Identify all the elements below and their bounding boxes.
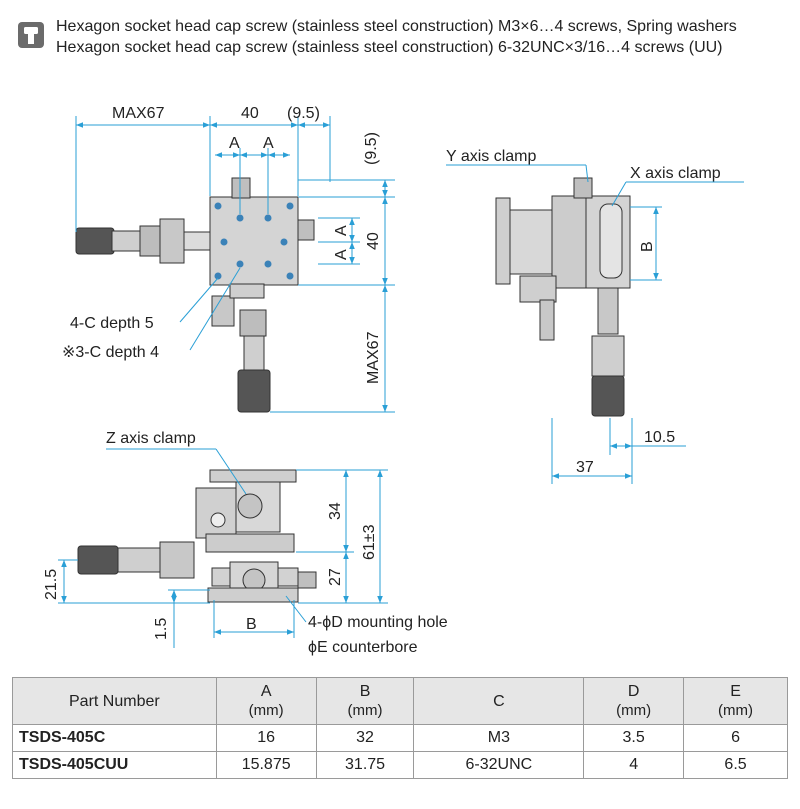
col-b: B(mm) [315,677,415,725]
dim-a-left: A [229,135,240,152]
cell-b: 32 [315,724,415,752]
cell-e: 6.5 [683,751,788,779]
side-view-dimensions [446,164,744,484]
label-z-axis-clamp: Z axis clamp [106,430,196,447]
dim-a-lower: A [333,249,350,260]
label-mounting-hole: 4-ϕD mounting hole [308,614,448,631]
dim-1-5: 1.5 [153,618,170,640]
col-c: C [413,677,585,725]
label-4c-depth: 4-C depth 5 [70,315,154,332]
dim-a-right: A [263,135,274,152]
header: Hexagon socket head cap screw (stainless… [16,14,796,60]
dim-40-top: 40 [241,105,259,122]
cell-c: 6-32UNC [413,751,585,779]
col-e: E(mm) [683,677,788,725]
label-counterbore: ϕE counterbore [308,639,418,656]
label-x-axis-clamp: X axis clamp [630,165,721,182]
front-view-dimensions [58,448,388,648]
cell-b: 31.75 [315,751,415,779]
cell-a: 16 [215,724,317,752]
top-view-dimensions [75,116,395,413]
dim-b-front: B [246,616,257,633]
dim-21-5: 21.5 [43,569,60,600]
cell-e: 6 [683,724,788,752]
dim-37: 37 [576,459,594,476]
label-3c-depth: ※3-C depth 4 [62,344,159,361]
dim-max67-side: MAX67 [365,331,382,384]
dim-61: 61±3 [361,524,378,560]
table-row: TSDS-405CUU 15.875 31.75 6-32UNC 4 6.5 [12,751,788,779]
col-part-number: Part Number [12,677,217,725]
dim-34: 34 [327,502,344,520]
dim-a-upper: A [333,225,350,236]
header-lines: Hexagon socket head cap screw (stainless… [56,16,737,58]
dim-max67-top: MAX67 [112,105,165,122]
cell-d: 3.5 [583,724,685,752]
cell-part-number: TSDS-405C [12,724,217,752]
cell-d: 4 [583,751,685,779]
cell-part-number: TSDS-405CUU [12,751,217,779]
table-header-row: Part Number A(mm) B(mm) C D(mm) E(mm) [12,677,788,725]
table-row: TSDS-405C 16 32 M3 3.5 6 [12,724,788,752]
col-a: A(mm) [215,677,317,725]
col-d: D(mm) [583,677,685,725]
dim-27: 27 [327,568,344,586]
dim-9-5-side: (9.5) [363,132,380,165]
dim-10-5: 10.5 [644,429,675,446]
front-view [77,469,317,603]
header-line-1: Hexagon socket head cap screw (stainless… [56,18,737,35]
screw-icon [18,22,44,48]
spec-table: Part Number A(mm) B(mm) C D(mm) E(mm) TS… [12,677,788,779]
cell-a: 15.875 [215,751,317,779]
dimension-drawing: MAX67 40 (9.5) A A (9.5) A A 40 MAX67 4-… [43,105,744,656]
cell-c: M3 [413,724,585,752]
header-line-2: Hexagon socket head cap screw (stainless… [56,39,723,56]
side-view [495,177,631,417]
label-y-axis-clamp: Y axis clamp [446,148,537,165]
dim-9-5-top: (9.5) [287,105,320,122]
top-view [75,177,315,413]
dim-b-side: B [639,241,656,252]
y-micrometer-top [211,283,271,413]
dim-40-side: 40 [365,232,382,250]
x-micrometer [75,218,211,264]
